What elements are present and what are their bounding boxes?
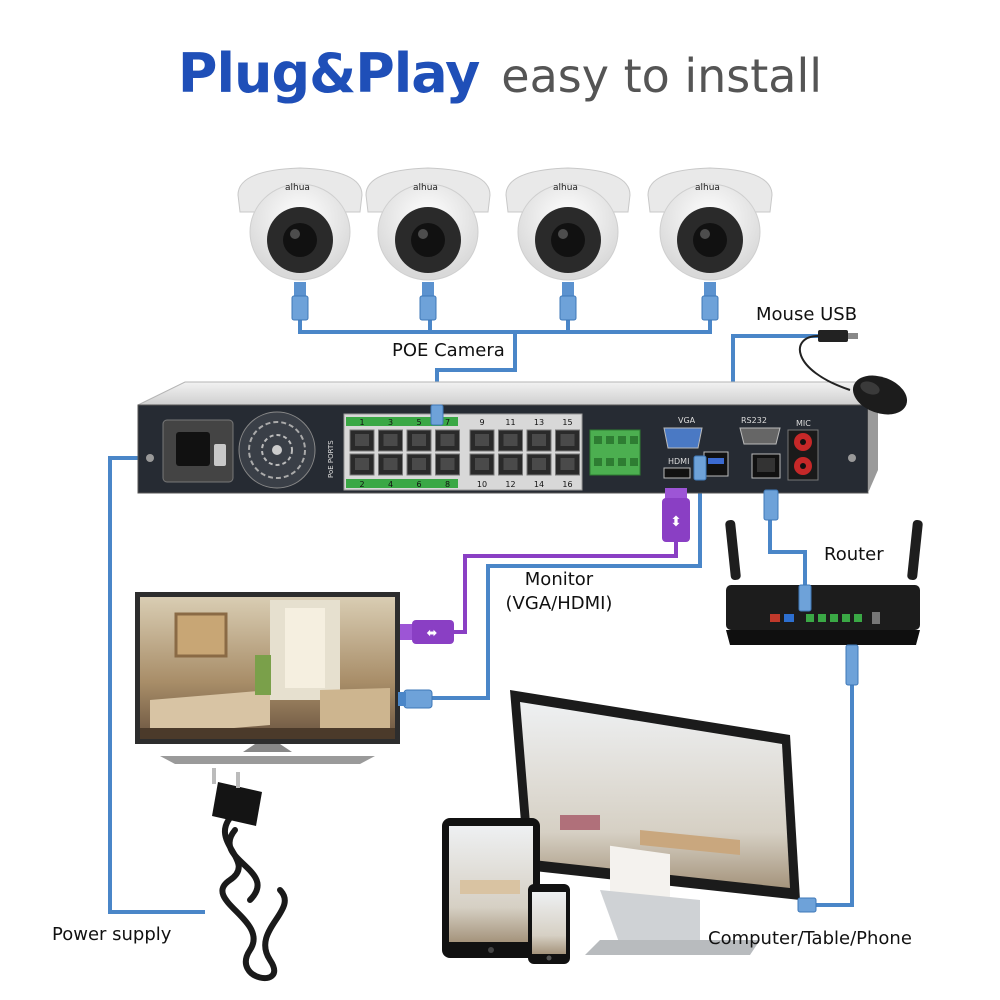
poe-port-socket bbox=[355, 458, 369, 470]
mic-label: MIC bbox=[796, 419, 811, 428]
poe-port-number: 15 bbox=[562, 418, 572, 427]
poe-port-number: 7 bbox=[445, 418, 450, 427]
poe-port-socket bbox=[475, 434, 489, 446]
rs232-label: RS232 bbox=[741, 416, 767, 425]
poe-port-number: 13 bbox=[534, 418, 544, 427]
poe-camera-1: alhua bbox=[237, 167, 363, 321]
devices-cable bbox=[812, 684, 854, 907]
poe-port-number: 8 bbox=[445, 480, 450, 489]
poe-port-socket bbox=[503, 458, 518, 470]
headline: Plug&Play easy to install bbox=[0, 42, 1000, 105]
poe-port-number: 3 bbox=[388, 418, 393, 427]
poe-port-number: 2 bbox=[359, 480, 364, 489]
poe-port-socket bbox=[532, 458, 546, 470]
rs232-port bbox=[739, 427, 781, 445]
poe-port-socket bbox=[383, 434, 398, 446]
poe-port-number: 9 bbox=[479, 418, 484, 427]
phone-device bbox=[528, 884, 570, 964]
headline-bold: Plug&Play bbox=[177, 42, 480, 105]
poe-camera-label: POE Camera bbox=[392, 340, 505, 361]
poe-port-socket bbox=[440, 434, 455, 446]
poe-port-number: 6 bbox=[416, 480, 421, 489]
tablet-device bbox=[442, 818, 540, 958]
poe-port-socket bbox=[560, 434, 575, 446]
computer-lan-plug bbox=[797, 897, 817, 913]
poe-port-group bbox=[349, 429, 580, 476]
monitor-label-line2: (VGA/HDMI) bbox=[505, 593, 613, 614]
poe-port-number: 1 bbox=[359, 418, 364, 427]
monitor-label: Monitor (VGA/HDMI) bbox=[494, 568, 624, 616]
usb-symbol-icon: ⬌ bbox=[427, 626, 438, 641]
hdmi-cable bbox=[452, 542, 678, 634]
router-cable bbox=[768, 520, 807, 590]
euro-plug bbox=[212, 768, 262, 826]
camera-brand: alhua bbox=[553, 183, 578, 193]
camera-brand: alhua bbox=[285, 183, 310, 193]
poe-port-socket bbox=[440, 458, 455, 470]
poe-port-socket bbox=[383, 458, 398, 470]
poe-port-socket bbox=[355, 434, 369, 446]
power-switch bbox=[214, 444, 226, 466]
power-supply-label: Power supply bbox=[52, 924, 172, 945]
poe-camera-3: alhua bbox=[505, 167, 631, 321]
usb-symbol-icon: ⬍ bbox=[670, 514, 682, 530]
power-cable bbox=[108, 456, 205, 914]
poe-port-socket bbox=[532, 434, 546, 446]
poe-plug bbox=[430, 404, 444, 426]
poe-port-number: 12 bbox=[505, 480, 515, 489]
vga-label: VGA bbox=[678, 416, 696, 425]
hdmi-port bbox=[663, 467, 691, 479]
poe-port-number: 16 bbox=[562, 480, 572, 489]
monitor-label-line1: Monitor bbox=[524, 569, 594, 590]
usb-mouse bbox=[798, 330, 908, 415]
desktop-monitor bbox=[510, 690, 800, 955]
poe-camera-2: alhua bbox=[365, 167, 491, 321]
camera-brand: alhua bbox=[413, 183, 438, 193]
vga-cable bbox=[432, 478, 702, 700]
devices-label: Computer/Table/Phone bbox=[708, 928, 912, 949]
poe-port-socket bbox=[503, 434, 518, 446]
hdmi-label: HDMI bbox=[668, 457, 689, 466]
poe-port-socket bbox=[412, 434, 426, 446]
vga-port bbox=[663, 427, 703, 449]
mouse-usb-label: Mouse USB bbox=[756, 304, 858, 325]
poe-camera-4: alhua bbox=[647, 167, 773, 321]
poe-port-socket bbox=[475, 458, 489, 470]
poe-ports-label: PoE PORTS bbox=[327, 440, 335, 478]
poe-port-number: 5 bbox=[416, 418, 421, 427]
fan-icon bbox=[238, 411, 316, 489]
power-socket bbox=[176, 432, 210, 466]
router-plug bbox=[763, 489, 779, 521]
camera-brand: alhua bbox=[695, 183, 720, 193]
tv-hdmi-plug: ⬌ bbox=[400, 620, 454, 644]
power-cord bbox=[219, 807, 288, 982]
poe-port-number: 10 bbox=[477, 480, 487, 489]
router-device bbox=[725, 520, 923, 686]
poe-port-socket bbox=[412, 458, 426, 470]
hdmi-plug: ⬍ bbox=[662, 488, 690, 542]
poe-port-number: 4 bbox=[388, 480, 393, 489]
poe-port-number: 14 bbox=[534, 480, 544, 489]
vga-plug bbox=[693, 455, 707, 481]
router-label: Router bbox=[824, 544, 884, 565]
headline-light: easy to install bbox=[501, 49, 823, 103]
tv-vga-plug bbox=[398, 689, 433, 709]
monitor-tv bbox=[135, 592, 400, 764]
poe-port-number: 11 bbox=[505, 418, 515, 427]
poe-port-socket bbox=[560, 458, 575, 470]
